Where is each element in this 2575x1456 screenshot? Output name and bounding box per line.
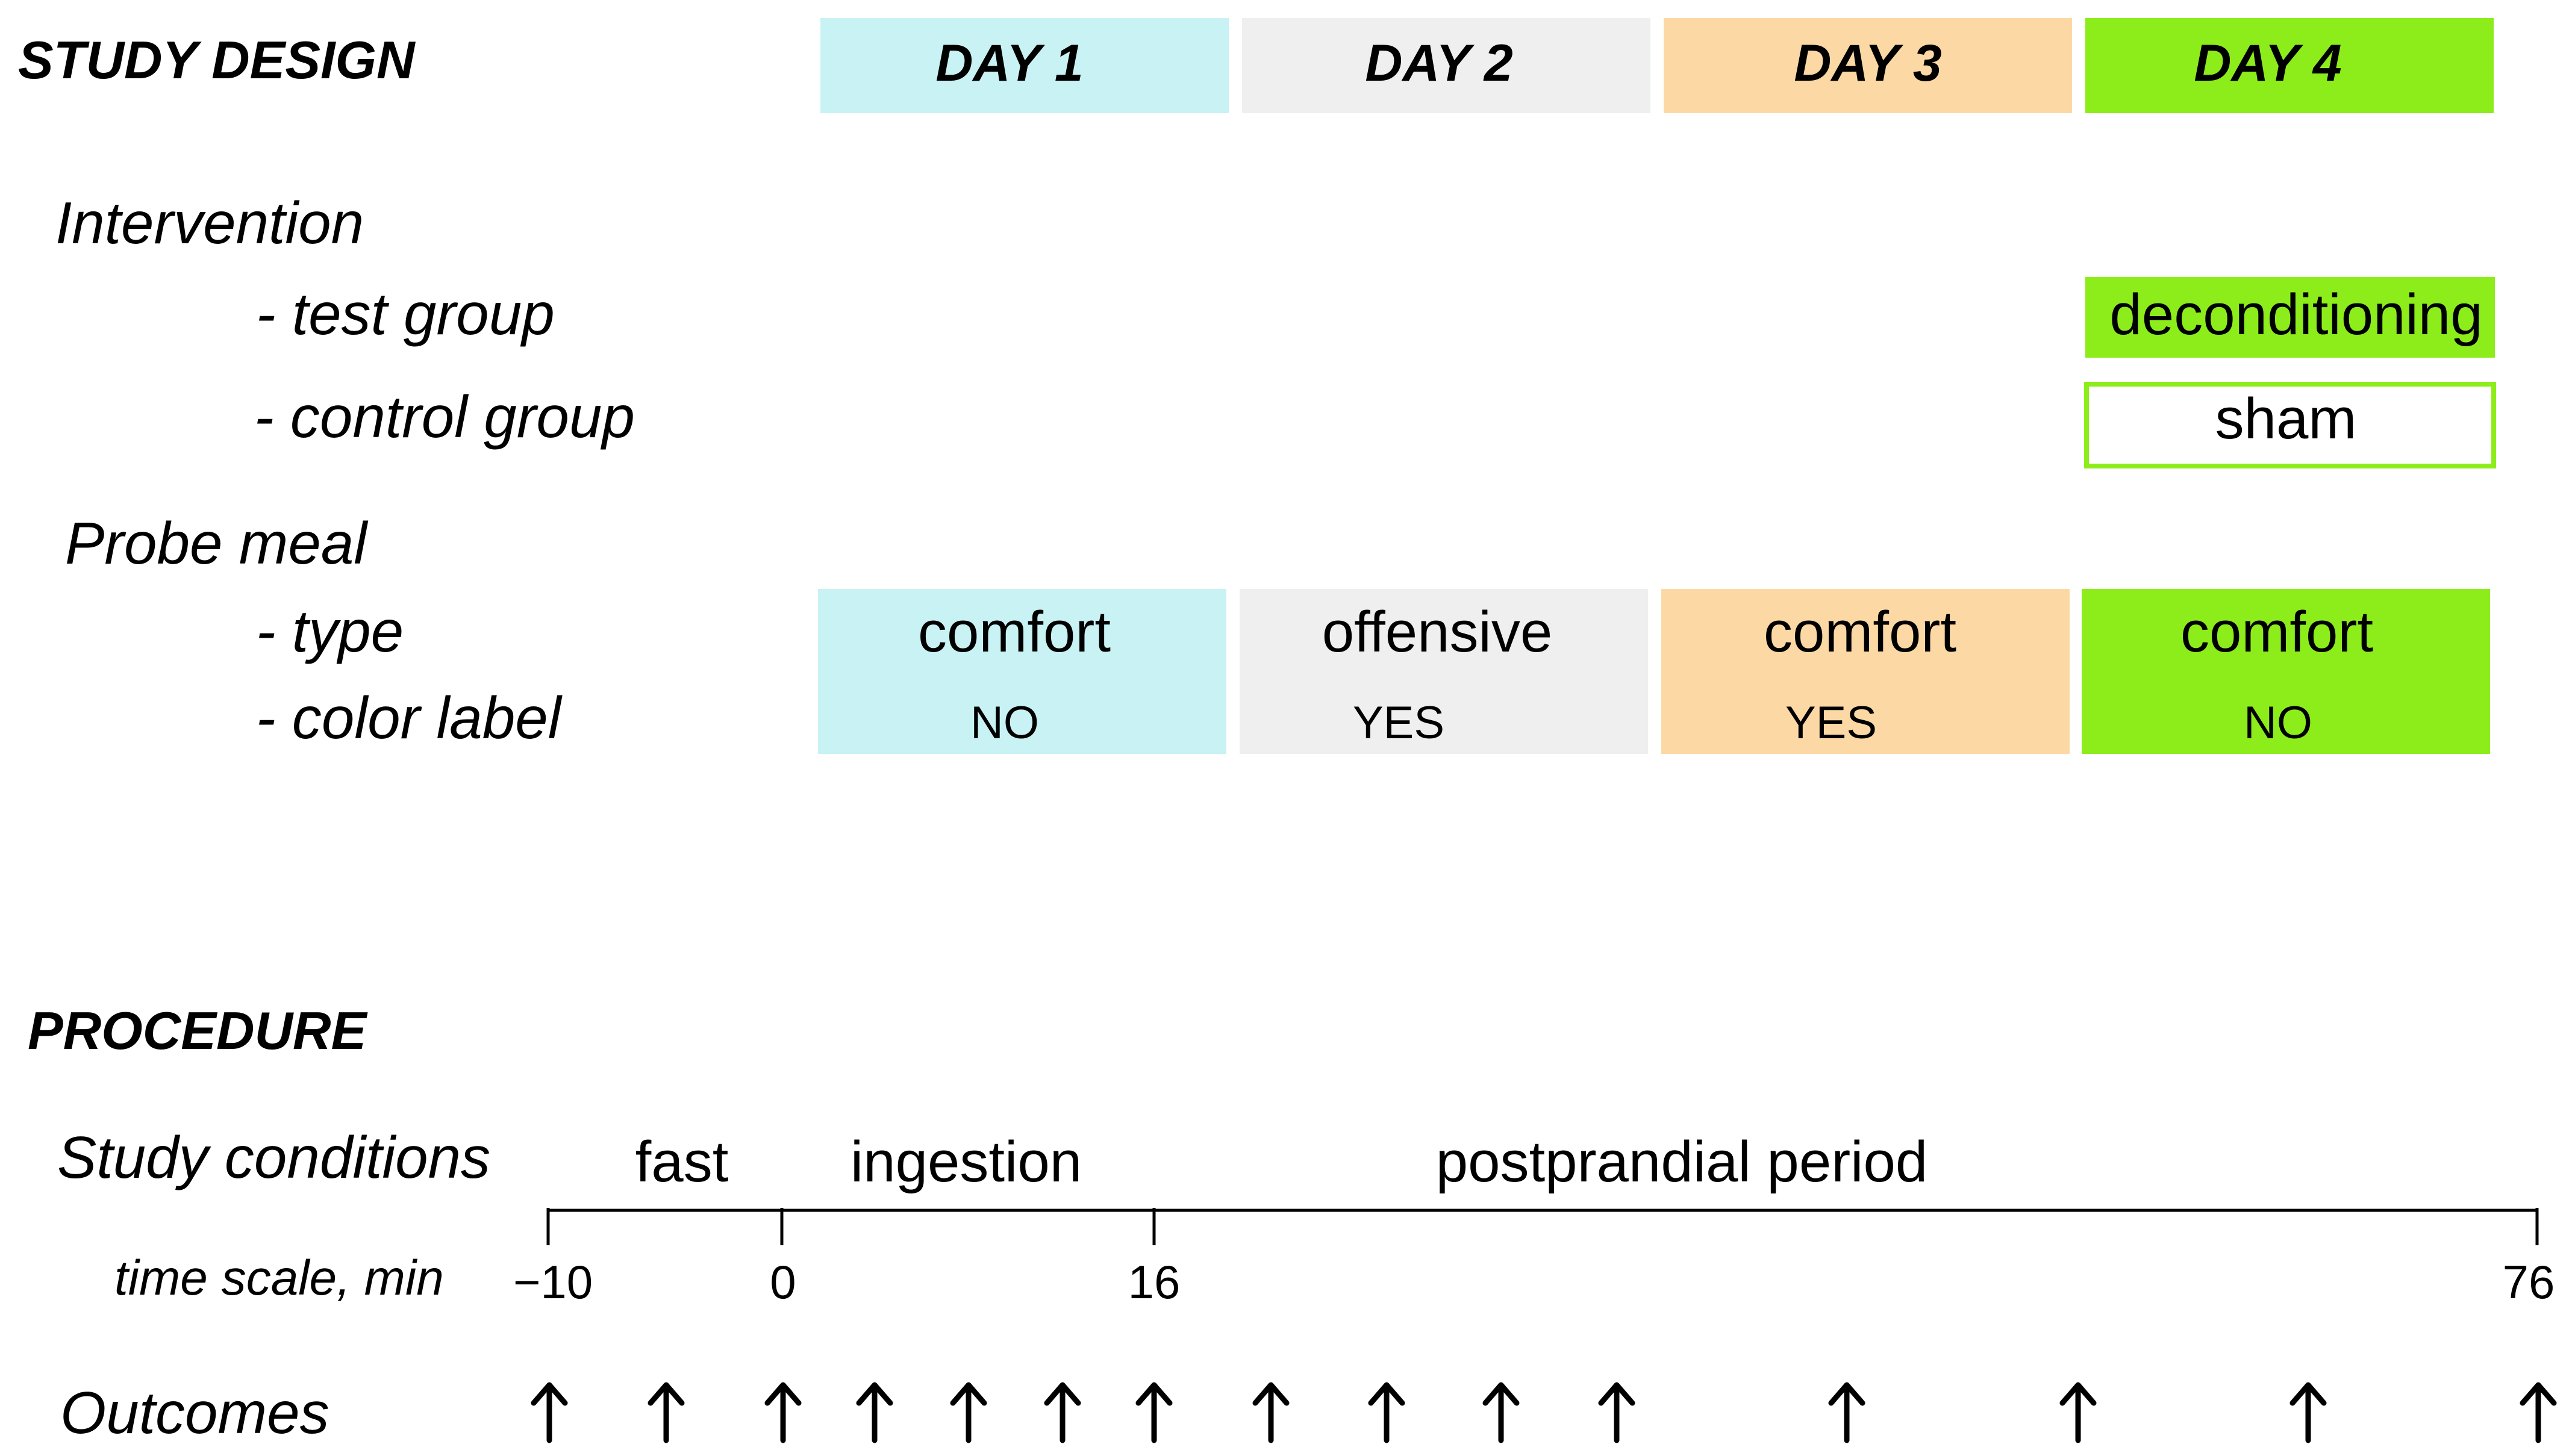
deconditioning-box bbox=[2085, 277, 2495, 358]
procedure-title: PROCEDURE bbox=[28, 1001, 368, 1060]
day-3-header-bar bbox=[1664, 18, 2072, 113]
outcome-arrow-icon bbox=[648, 1382, 685, 1443]
day-1-color-label: NO bbox=[970, 697, 1039, 748]
outcome-arrow-icon bbox=[1598, 1382, 1635, 1443]
outcome-arrow-icon bbox=[2289, 1382, 2327, 1443]
outcome-arrow-icon bbox=[2059, 1382, 2097, 1443]
day-1-header-bar bbox=[820, 18, 1229, 113]
probe-meal-cells: comfort offensive comfort comfort NO YES… bbox=[818, 589, 2490, 754]
test-group-label: - test group bbox=[256, 281, 555, 347]
day-2-header-bar bbox=[1242, 18, 1650, 113]
day-4-label: DAY 4 bbox=[2194, 34, 2341, 92]
day-2-color-label: YES bbox=[1353, 697, 1444, 748]
time-scale-label: time scale, min bbox=[114, 1251, 444, 1305]
probe-meal-label: Probe meal bbox=[65, 510, 368, 576]
tick-label-minus-10: −10 bbox=[513, 1255, 593, 1308]
control-group-label: - control group bbox=[254, 384, 635, 450]
outcome-arrow-icon bbox=[1482, 1382, 1520, 1443]
outcome-arrows bbox=[531, 1382, 2557, 1443]
day-4-header-bar bbox=[2085, 18, 2494, 113]
outcome-arrow-icon bbox=[1044, 1382, 1081, 1443]
sham-text: sham bbox=[2215, 387, 2357, 451]
tick-label-0: 0 bbox=[770, 1255, 796, 1308]
day-2-meal-type: offensive bbox=[1322, 600, 1553, 664]
sham-box bbox=[2084, 382, 2496, 468]
day-3-label: DAY 3 bbox=[1794, 34, 1941, 92]
outcome-arrow-icon bbox=[531, 1382, 568, 1443]
day-1-meal-cell bbox=[818, 589, 1226, 754]
deconditioning-text: deconditioning bbox=[2109, 282, 2482, 347]
day-1-label: DAY 1 bbox=[935, 34, 1083, 92]
study-design-title: STUDY DESIGN bbox=[18, 30, 416, 90]
type-label: - type bbox=[256, 598, 404, 664]
day-2-meal-cell bbox=[1240, 589, 1648, 754]
outcome-arrow-icon bbox=[2520, 1382, 2557, 1443]
outcome-arrow-icon bbox=[1252, 1382, 1290, 1443]
day-4-color-label: NO bbox=[2244, 697, 2312, 748]
phase-ingestion: ingestion bbox=[851, 1130, 1082, 1194]
phase-fast: fast bbox=[635, 1130, 729, 1194]
phase-postprandial: postprandial period bbox=[1436, 1130, 1928, 1194]
outcome-arrow-icon bbox=[764, 1382, 802, 1443]
day-2-label: DAY 2 bbox=[1365, 34, 1512, 92]
color-label-label: - color label bbox=[256, 685, 563, 751]
day-4-meal-type: comfort bbox=[2180, 600, 2373, 664]
outcomes-label: Outcomes bbox=[60, 1380, 329, 1446]
outcome-arrow-icon bbox=[856, 1382, 893, 1443]
day-3-meal-type: comfort bbox=[1764, 600, 1956, 664]
study-conditions-label: Study conditions bbox=[57, 1124, 490, 1190]
day-headers: DAY 1 DAY 2 DAY 3 DAY 4 bbox=[820, 18, 2494, 113]
tick-label-76: 76 bbox=[2503, 1255, 2555, 1308]
tick-label-16: 16 bbox=[1128, 1255, 1181, 1308]
day-4-meal-cell bbox=[2082, 589, 2490, 754]
outcome-arrow-icon bbox=[1828, 1382, 1865, 1443]
outcome-arrow-icon bbox=[1368, 1382, 1405, 1443]
day-3-meal-cell bbox=[1661, 589, 2070, 754]
intervention-label: Intervention bbox=[55, 190, 364, 256]
day-3-color-label: YES bbox=[1785, 697, 1877, 748]
timeline-axis bbox=[546, 1208, 2539, 1245]
outcome-arrow-icon bbox=[950, 1382, 987, 1443]
day-1-meal-type: comfort bbox=[918, 600, 1111, 664]
outcome-arrow-icon bbox=[1135, 1382, 1173, 1443]
